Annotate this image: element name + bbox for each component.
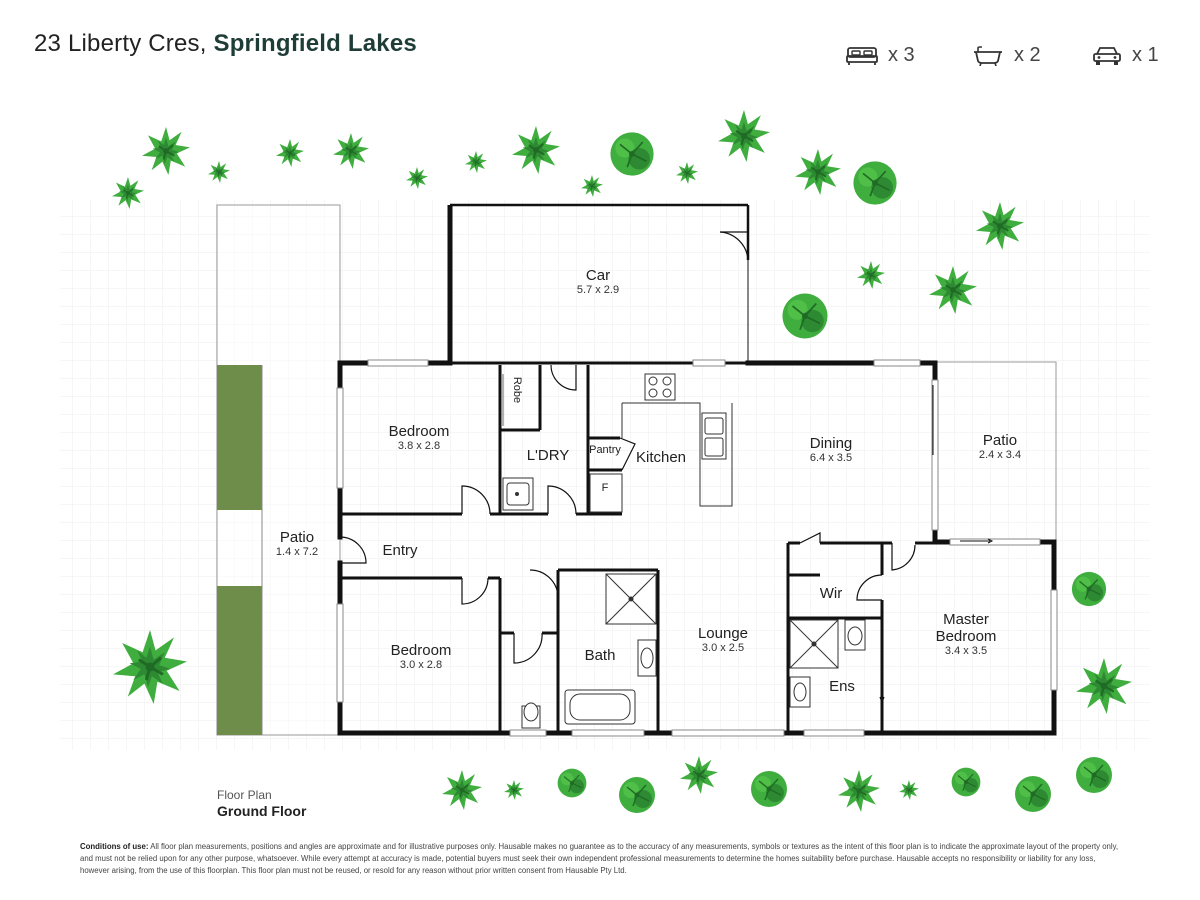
conditions-label: Conditions of use: xyxy=(80,842,149,851)
room-wir: Wir xyxy=(819,585,843,602)
room-laundry: L'DRY xyxy=(526,447,570,464)
room-lounge-name: Lounge xyxy=(697,625,749,642)
room-dining-dims: 6.4 x 3.5 xyxy=(809,452,853,464)
conditions-text: All floor plan measurements, positions a… xyxy=(80,842,1119,875)
fridge-label: F xyxy=(601,482,609,494)
property-address: 23 Liberty Cres, Springfield Lakes xyxy=(34,30,417,58)
room-patio-right-dims: 2.4 x 3.4 xyxy=(978,449,1022,461)
bath-icon xyxy=(972,45,1004,66)
bathroom-count: x 2 xyxy=(972,44,1041,67)
address-suburb: Springfield Lakes xyxy=(213,30,417,57)
fixtures xyxy=(502,373,866,729)
bed-icon xyxy=(846,46,878,66)
bedroom-count: x 3 xyxy=(846,44,915,67)
room-lounge-dims: 3.0 x 2.5 xyxy=(701,642,745,654)
bedroom-count-value: x 3 xyxy=(888,44,915,66)
room-car-name: Car xyxy=(585,267,611,284)
room-master-dims: 3.4 x 3.5 xyxy=(944,645,988,657)
room-ensuite: Ens xyxy=(829,678,855,695)
room-master-bedroom: Master Bedroom 3.4 x 3.5 xyxy=(936,611,997,658)
garage-walls xyxy=(447,203,750,363)
garden-bed-top xyxy=(217,365,262,510)
door-swings xyxy=(339,364,994,704)
interior-walls xyxy=(340,365,935,733)
room-master-name: Master xyxy=(943,611,989,628)
room-car-dims: 5.7 x 2.9 xyxy=(576,284,620,296)
room-patio-left-name: Patio xyxy=(279,529,315,546)
room-bedroom-bottom-dims: 3.0 x 2.8 xyxy=(399,659,443,671)
room-bedroom-top-name: Bedroom xyxy=(388,423,450,440)
car-count-value: x 1 xyxy=(1132,44,1159,66)
room-lounge: Lounge 3.0 x 2.5 xyxy=(698,625,748,655)
room-patio-right: Patio 2.4 x 3.4 xyxy=(979,432,1021,462)
room-pantry: Pantry xyxy=(589,444,621,456)
floor-plan-label: Floor Plan xyxy=(217,788,272,802)
room-bedroom-bottom-name: Bedroom xyxy=(390,642,452,659)
room-dining-name: Dining xyxy=(809,435,853,452)
floor-name: Ground Floor xyxy=(217,803,307,819)
windows xyxy=(336,359,1058,737)
garden-bed-bottom xyxy=(217,586,262,735)
room-bedroom-top: Bedroom 3.8 x 2.8 xyxy=(389,423,450,453)
room-kitchen: Kitchen xyxy=(635,449,687,466)
room-patio-left-dims: 1.4 x 7.2 xyxy=(275,546,319,558)
room-entry: Entry xyxy=(382,542,418,559)
car-count: x 1 xyxy=(1092,44,1159,67)
car-icon xyxy=(1092,45,1122,67)
room-bedroom-top-dims: 3.8 x 2.8 xyxy=(397,440,441,452)
room-car: Car 5.7 x 2.9 xyxy=(577,267,619,297)
room-dining: Dining 6.4 x 3.5 xyxy=(810,435,853,465)
conditions-of-use: Conditions of use: All floor plan measur… xyxy=(80,841,1122,877)
left-patio-area xyxy=(216,204,341,736)
bathroom-count-value: x 2 xyxy=(1014,44,1041,66)
room-bedroom-bottom: Bedroom 3.0 x 2.8 xyxy=(391,642,452,672)
room-patio-right-name: Patio xyxy=(982,432,1018,449)
room-bath: Bath xyxy=(584,647,616,664)
room-robe: Robe xyxy=(511,376,523,404)
room-master-name2: Bedroom xyxy=(935,628,997,645)
room-patio-left: Patio 1.4 x 7.2 xyxy=(276,529,318,559)
address-street: 23 Liberty Cres, xyxy=(34,30,207,57)
